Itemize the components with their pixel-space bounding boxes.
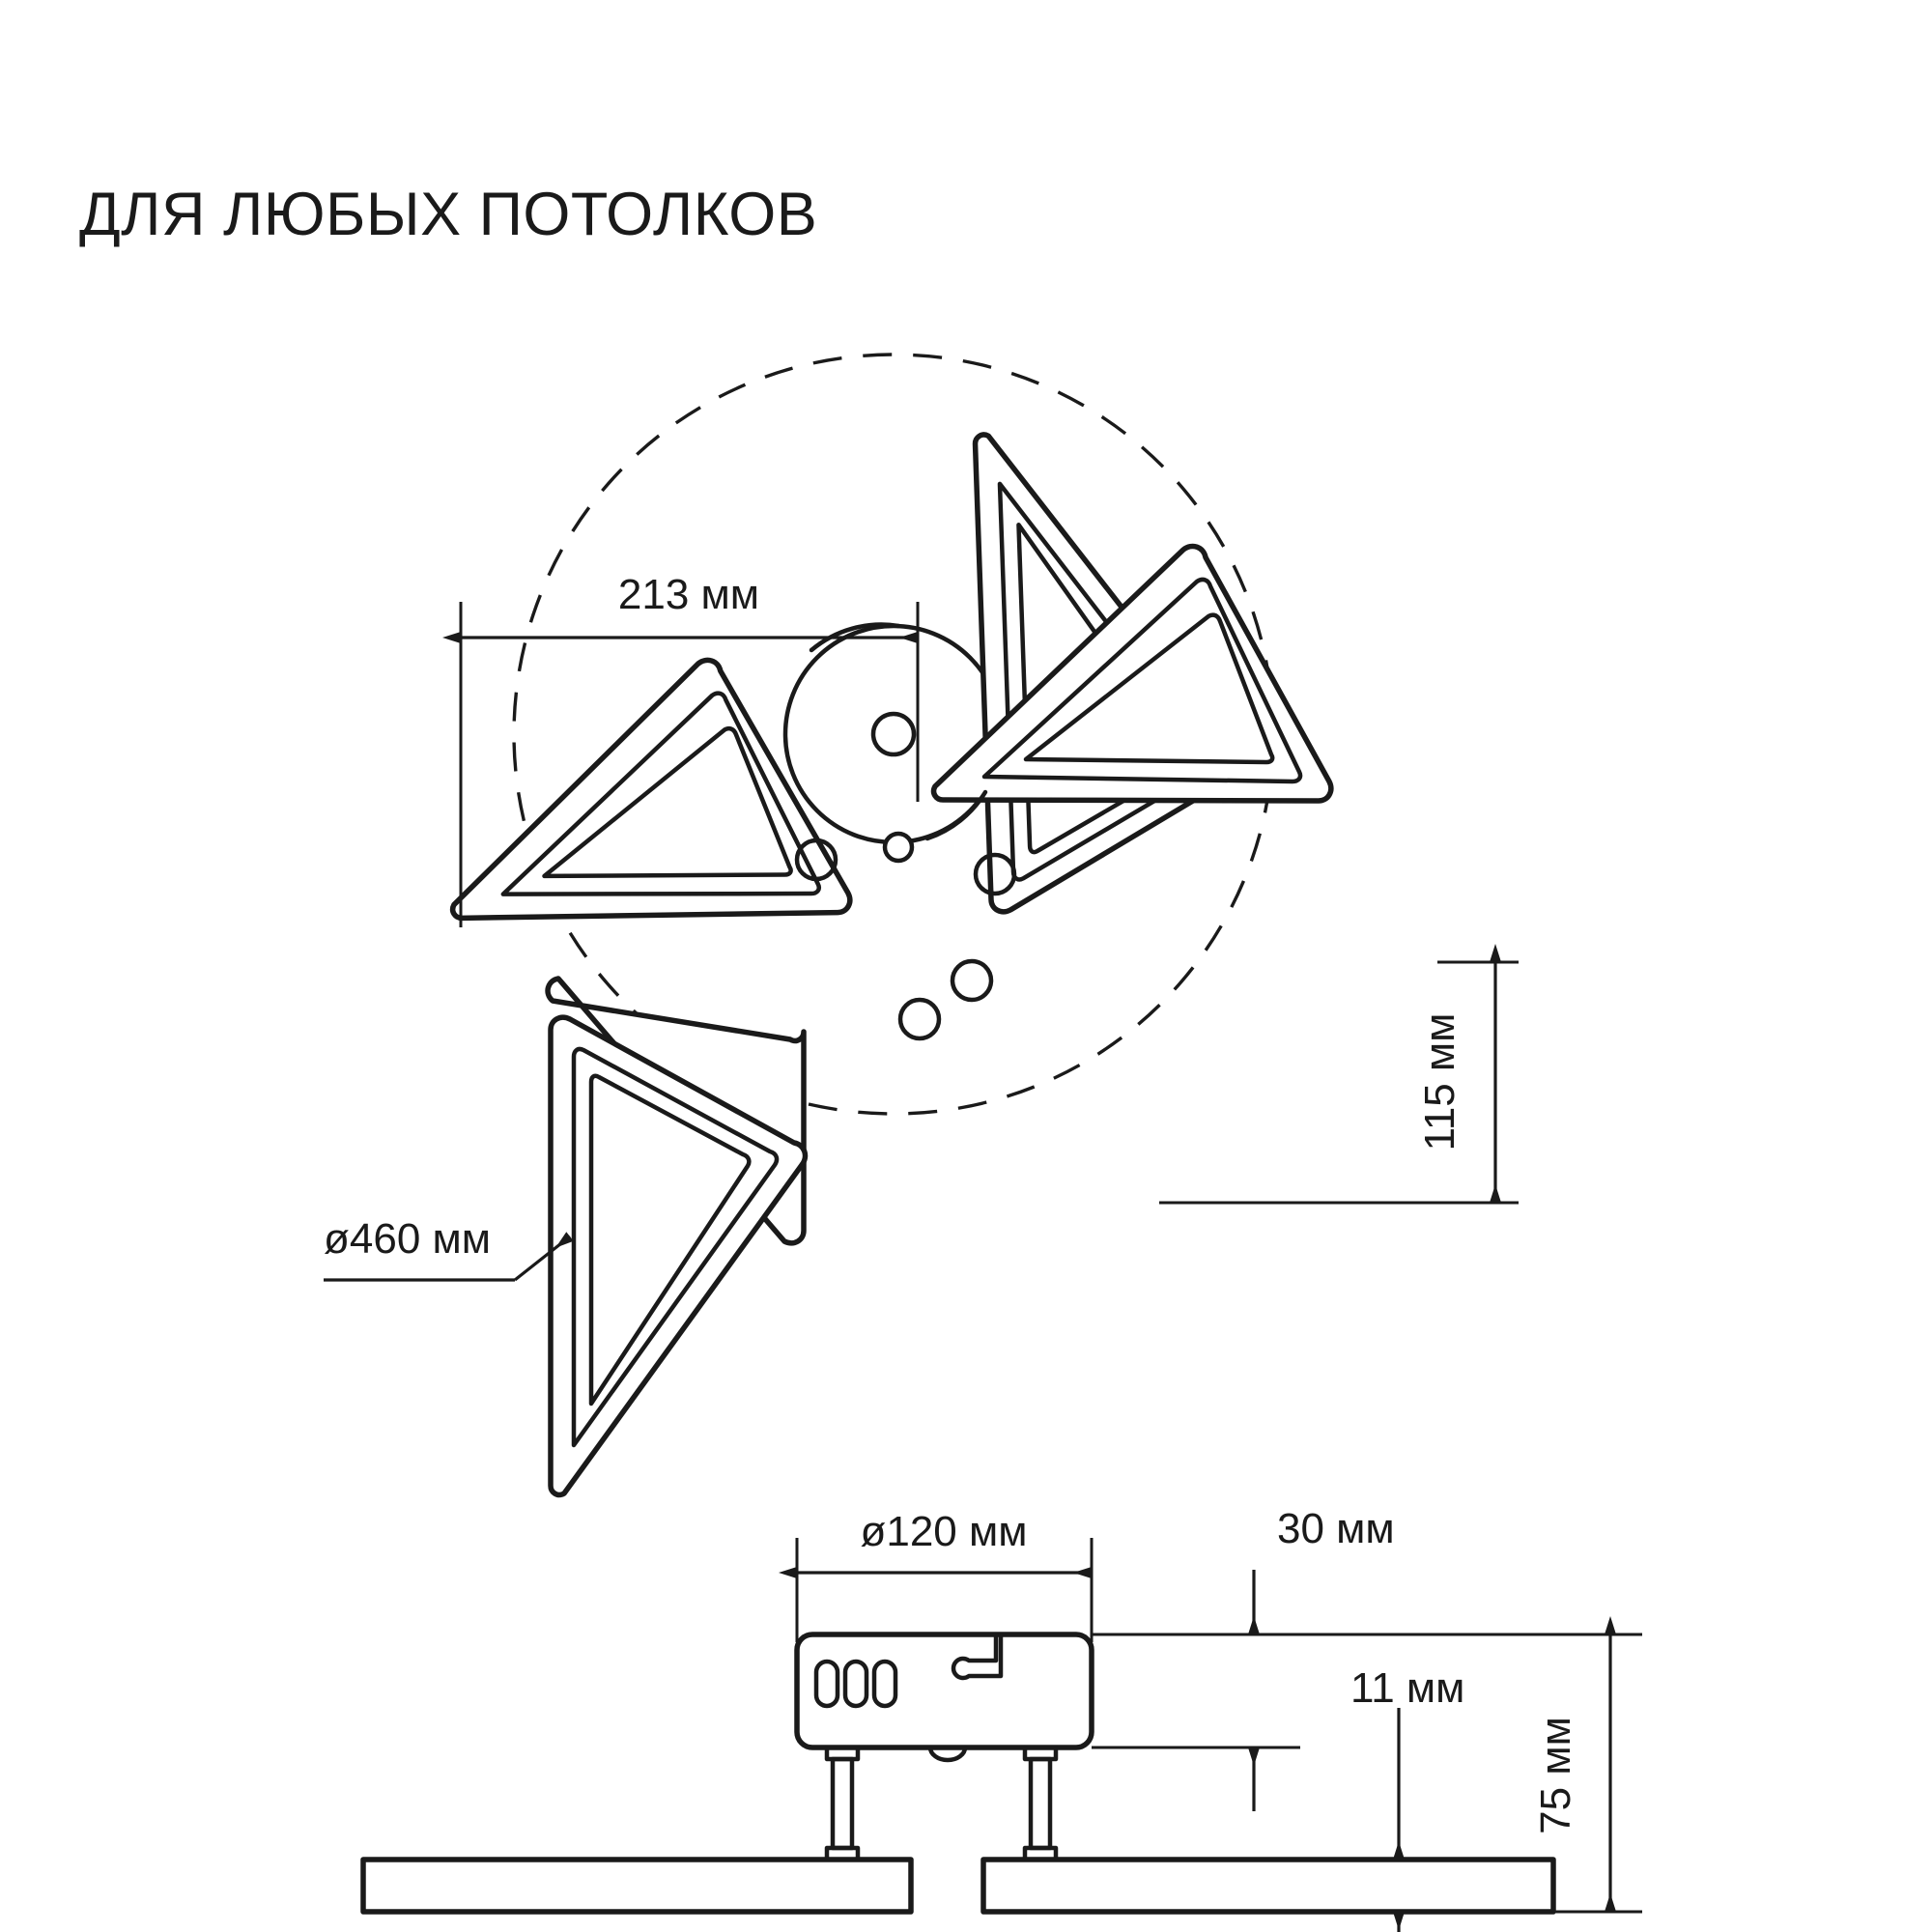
dimension-body-height: 30 мм: [1092, 1505, 1499, 1811]
dimension-hub-diameter: ø120 мм: [777, 1508, 1094, 1642]
dimension-outer-diameter: ø460 мм: [324, 1215, 574, 1282]
fan-blade-4: [930, 543, 1334, 1003]
dimension-blade-height: 115 мм: [1159, 942, 1519, 1205]
hub-center-hole: [870, 711, 917, 757]
vent-slot: [813, 1659, 840, 1709]
dimension-label-460: ø460 мм: [324, 1215, 491, 1263]
vent-slot: [842, 1659, 869, 1709]
dimension-total-height: 75 мм: [1092, 1614, 1642, 1914]
dimension-label-11: 11 мм: [1350, 1664, 1464, 1712]
post-shaft: [830, 1756, 855, 1851]
hub-small-hole: [882, 831, 915, 864]
dimension-label-115: 115 мм: [1416, 1013, 1463, 1151]
dimension-label-75: 75 мм: [1532, 1717, 1579, 1834]
dimension-label-30: 30 мм: [1277, 1505, 1395, 1552]
fan-blade-2: [449, 657, 853, 922]
top-view-group: 213 мм 115 мм ø460 мм: [324, 353, 1519, 1498]
post-shaft: [1028, 1756, 1053, 1851]
dimension-plate-thickness: 11 мм: [1198, 1664, 1464, 1932]
hook-detail: [951, 1632, 1004, 1681]
box-notch: [927, 1745, 968, 1763]
driver-box: [794, 1632, 1094, 1750]
ceiling-plate-left: [360, 1857, 914, 1915]
dimension-label-213: 213 мм: [618, 571, 759, 618]
fan-blade-3: [545, 976, 942, 1498]
dimension-label-120: ø120 мм: [860, 1508, 1027, 1555]
ceiling-plate-right: [980, 1857, 1556, 1915]
side-view-group: ø120 мм 30 мм 11 мм: [360, 1505, 1642, 1932]
page-title: ДЛЯ ЛЮБЫХ ПОТОЛКОВ: [79, 181, 818, 248]
vent-slot: [871, 1659, 898, 1709]
dimension-blade-span: 213 мм: [440, 571, 920, 927]
